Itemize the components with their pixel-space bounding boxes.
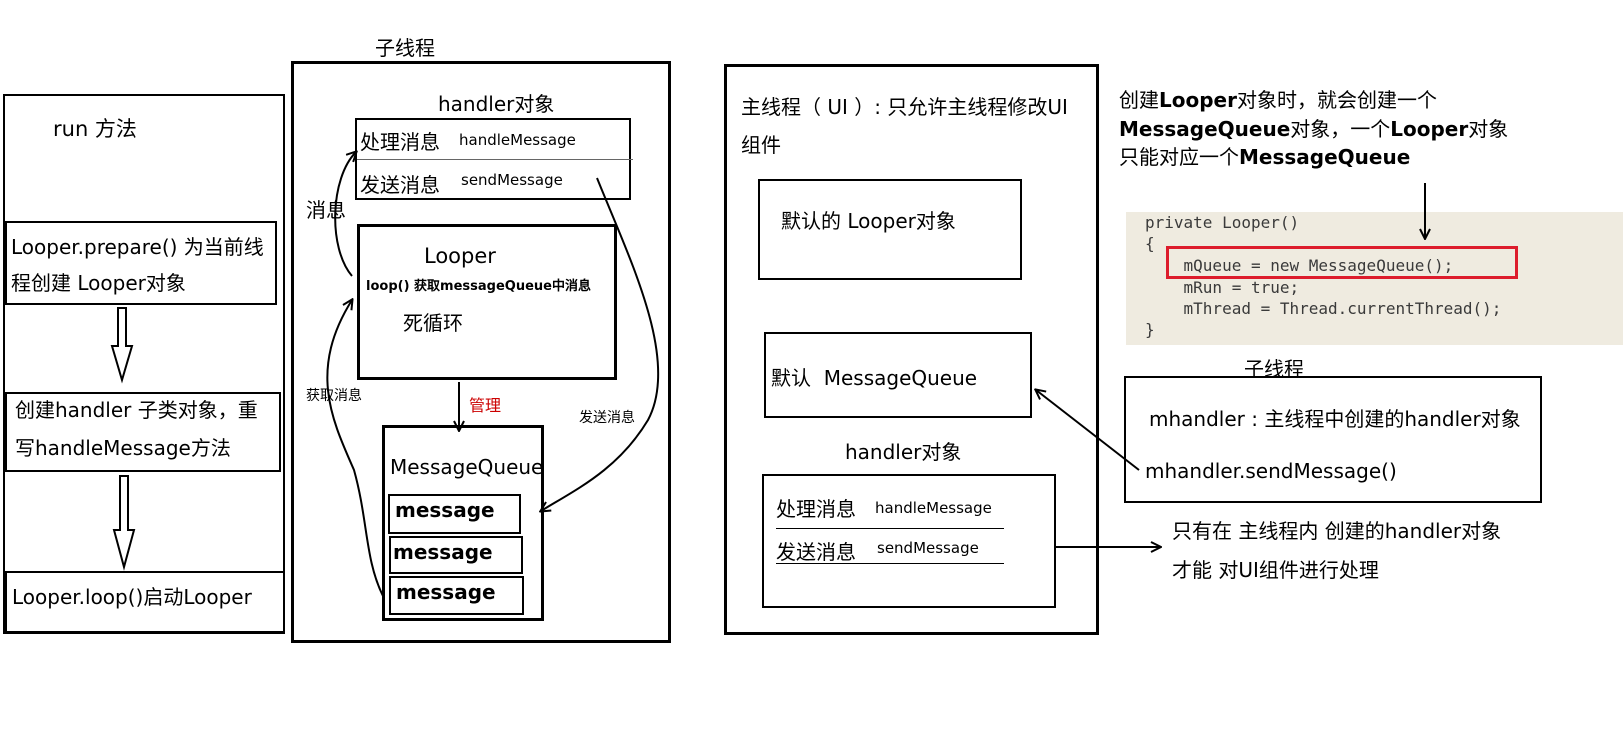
mhandler-description: mhandler : 主线程中创建的handler对象 (1149, 407, 1521, 431)
default-queue-box (764, 332, 1032, 418)
child-handle-message-en: handleMessage (459, 131, 576, 149)
mhandler-send-call: mhandler.sendMessage() (1145, 459, 1397, 483)
child-message-label: 消息 (306, 198, 346, 222)
queue-message-2 (389, 536, 523, 574)
looper-note-line1: 创建Looper对象时，就会创建一个 (1119, 89, 1437, 112)
step-looper-prepare-line2: 程创建 Looper对象 (11, 271, 186, 295)
main-handler-divider-1 (776, 528, 1004, 529)
note-2-c: Looper (1390, 117, 1469, 141)
main-send-message-en: sendMessage (877, 539, 979, 557)
code-line-4: mRun = true; (1145, 278, 1300, 297)
looper-note-line3: 只能对应一个MessageQueue (1119, 146, 1410, 169)
child-handler-title: handler对象 (438, 92, 555, 116)
child-handler-divider (357, 159, 633, 160)
step-create-handler-line1: 创建handler 子类对象，重 (15, 398, 258, 422)
code-line-3: mQueue = new MessageQueue(); (1145, 256, 1454, 275)
child-thread-title: 子线程 (375, 36, 435, 60)
main-handle-message-en: handleMessage (875, 499, 992, 517)
default-looper-box (758, 179, 1022, 280)
looper-infinite-loop: 死循环 (403, 311, 463, 335)
queue-message-3 (389, 576, 524, 615)
step-create-handler-line2: 写handleMessage方法 (15, 436, 231, 460)
conclusion-line2: 才能 对UI组件进行处理 (1172, 558, 1379, 582)
child-thread-panel (291, 61, 671, 643)
main-thread-panel (724, 64, 1099, 635)
queue-message-2-label: message (393, 540, 493, 564)
message-queue-title: MessageQueue (390, 456, 542, 479)
manage-label: 管理 (469, 396, 502, 415)
queue-message-1-label: message (395, 498, 495, 522)
looper-title: Looper (424, 244, 496, 268)
code-line-6: } (1145, 320, 1155, 339)
main-handle-message-cn: 处理消息 (776, 497, 856, 521)
looper-note-line2: MessageQueue对象，一个Looper对象 (1119, 118, 1508, 141)
note-2-a: MessageQueue (1119, 117, 1291, 141)
note-3-b: MessageQueue (1239, 145, 1411, 169)
note-3-a: 只能对应一个 (1119, 145, 1239, 169)
conclusion-line1: 只有在 主线程内 创建的handler对象 (1172, 519, 1502, 543)
step-looper-loop (5, 571, 285, 633)
code-line-5: mThread = Thread.currentThread(); (1145, 299, 1502, 318)
main-handler-title: handler对象 (845, 440, 962, 464)
child-handle-message-cn: 处理消息 (360, 130, 440, 154)
note-1-a: 创建 (1119, 88, 1159, 112)
default-queue-label: 默认 MessageQueue (771, 366, 978, 390)
note-2-b: 对象，一个 (1290, 117, 1391, 141)
default-looper-label: 默认的 Looper对象 (781, 209, 956, 233)
main-handler-divider-2 (776, 563, 1004, 564)
child-send-message-en: sendMessage (461, 171, 563, 189)
main-thread-title-line2: 组件 (741, 133, 781, 157)
queue-message-1 (388, 494, 521, 534)
child-thread-label-right: 子线程 (1244, 357, 1304, 381)
code-highlight-box (1166, 246, 1518, 279)
run-method-title: run 方法 (53, 117, 137, 141)
main-thread-title-line1: 主线程（ UI ）: 只允许主线程修改UI (741, 95, 1068, 119)
main-handler-box (762, 474, 1056, 608)
step-looper-loop-label: Looper.loop()启动Looper (12, 585, 252, 609)
code-line-2: { (1145, 234, 1155, 253)
main-send-message-cn: 发送消息 (776, 540, 856, 564)
looper-description: loop() 获取messageQueue中消息 (366, 279, 591, 294)
step-looper-prepare (5, 221, 277, 305)
queue-message-3-label: message (396, 580, 496, 604)
send-message-label: 发送消息 (579, 410, 635, 426)
step-create-handler (5, 392, 281, 472)
note-1-b: Looper (1159, 88, 1237, 112)
run-method-panel (3, 94, 285, 634)
get-message-label: 获取消息 (306, 388, 362, 404)
note-1-c: 对象时，就会创建一个 (1236, 88, 1437, 112)
mhandler-box (1124, 376, 1542, 503)
note-2-d: 对象 (1468, 117, 1509, 141)
code-line-1: private Looper() (1145, 213, 1300, 232)
child-send-message-cn: 发送消息 (360, 173, 440, 197)
step-looper-prepare-line1: Looper.prepare() 为当前线 (11, 235, 264, 259)
